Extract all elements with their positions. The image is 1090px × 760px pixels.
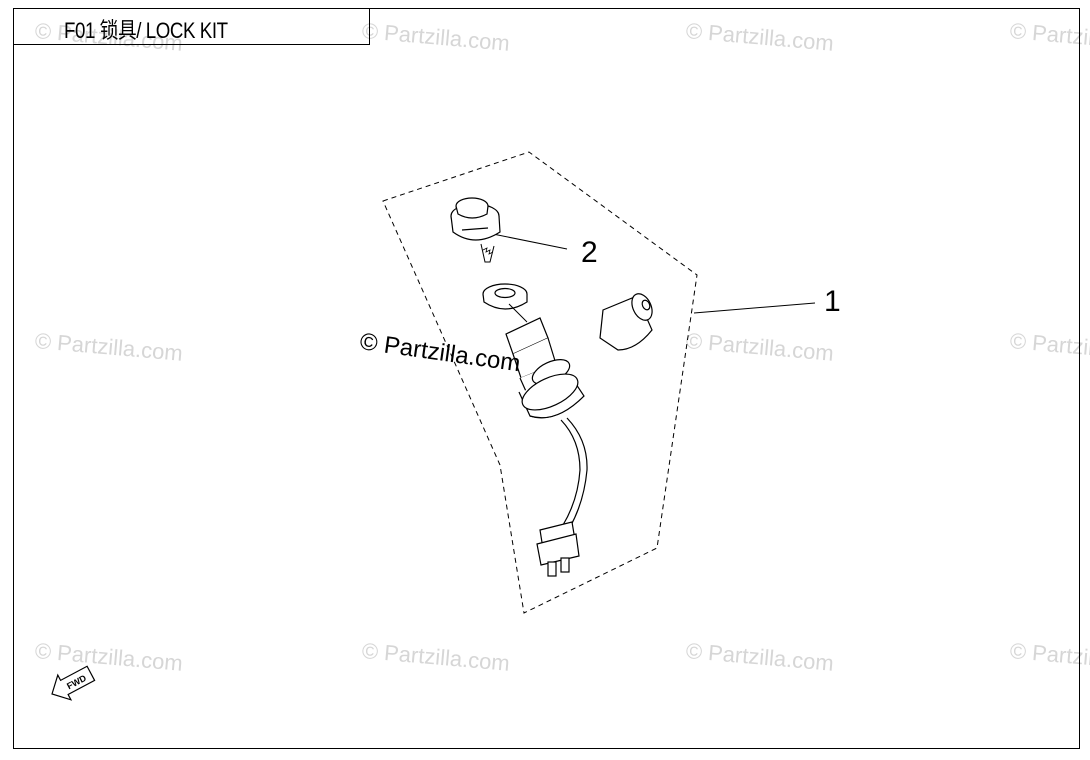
- forward-arrow-icon: FWD: [51, 665, 96, 701]
- key-cap-icon: [450, 197, 501, 241]
- diagram-title: F01 锁具/ LOCK KIT: [64, 18, 228, 43]
- callout-2: 2: [581, 236, 598, 269]
- ignition-switch-icon: [505, 317, 585, 419]
- leader-line-1: [693, 302, 816, 314]
- washer-icon: [482, 283, 528, 310]
- callout-1: 1: [824, 285, 841, 318]
- key-blade-icon: [480, 243, 495, 263]
- cylinder-cap-icon: [599, 293, 653, 351]
- assembly-outline: [382, 151, 698, 614]
- wire-harness-icon: [560, 417, 588, 528]
- connector-plug-icon: [536, 521, 580, 577]
- title-box: F01 锁具/ LOCK KIT: [13, 8, 370, 45]
- diagram-frame: [13, 8, 1080, 749]
